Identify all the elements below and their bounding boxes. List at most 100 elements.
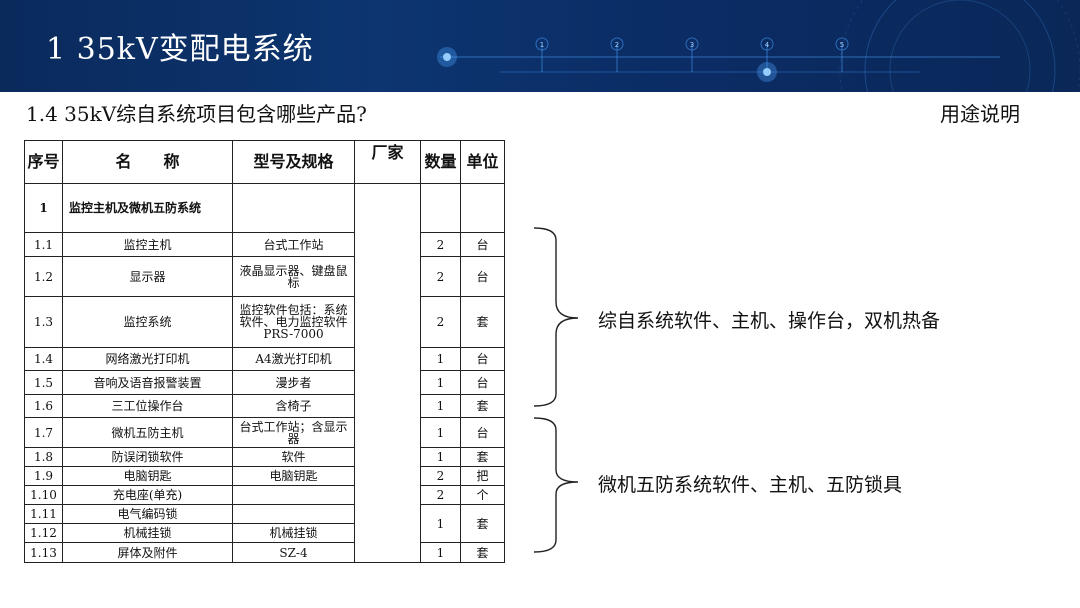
row-no: 1.13 <box>24 542 63 563</box>
table-row: 1.6 三工位操作台 含椅子 1 套 <box>24 394 505 418</box>
row-name: 机械挂锁 <box>62 523 233 543</box>
row-qty: 1 <box>420 447 461 467</box>
col-header-name: 名 称 <box>62 140 233 184</box>
row-unit: 套 <box>460 296 505 348</box>
row-unit: 套 <box>460 394 505 418</box>
col-header-spec: 型号及规格 <box>232 140 355 184</box>
circuit-decoration: 1 2 3 4 5 <box>437 0 1080 92</box>
table-section-row: 1 监控主机及微机五防系统 <box>24 183 505 563</box>
row-name: 充电座(单充) <box>62 485 233 505</box>
row-spec: 电脑钥匙 <box>232 466 355 486</box>
table-row: 1.8 防误闭锁软件 软件 1 套 <box>24 447 505 467</box>
section-no: 1 <box>24 183 63 233</box>
row-spec: 软件 <box>232 447 355 467</box>
product-table: 序号 名 称 型号及规格 厂家 数量 单位 1 监控主机及微机五防系统 1.1 … <box>24 140 505 563</box>
table-cell <box>232 183 355 233</box>
row-unit: 台 <box>460 417 505 448</box>
row-unit: 套 <box>460 504 505 543</box>
row-spec <box>232 485 355 505</box>
table-header-row: 序号 名 称 型号及规格 厂家 数量 单位 <box>24 140 505 184</box>
col-header-unit: 单位 <box>460 140 505 184</box>
svg-text:1: 1 <box>540 41 544 49</box>
row-qty: 2 <box>420 296 461 348</box>
row-spec: SZ-4 <box>232 542 355 563</box>
row-no: 1.10 <box>24 485 63 505</box>
row-no: 1.7 <box>24 417 63 448</box>
row-spec: 机械挂锁 <box>232 523 355 543</box>
svg-text:3: 3 <box>690 41 694 49</box>
row-unit: 个 <box>460 485 505 505</box>
col-header-vendor: 厂家 <box>354 140 421 184</box>
section-subtitle: 1.4 35kV综自系统项目包含哪些产品? <box>26 102 367 126</box>
row-name: 微机五防主机 <box>62 417 233 448</box>
row-name: 监控系统 <box>62 296 233 348</box>
row-no: 1.11 <box>24 504 63 524</box>
row-spec: 台式工作站 <box>232 232 355 257</box>
table-row: 1.11 电气编码锁 1 套 <box>24 504 505 543</box>
header-banner: 1 2 3 4 5 1 35kV变配电系统 <box>0 0 1080 92</box>
usage-note-2: 微机五防系统软件、主机、五防锁具 <box>598 474 903 496</box>
table-cell <box>460 183 505 233</box>
row-name: 音响及语音报警装置 <box>62 370 233 395</box>
row-spec <box>232 504 355 524</box>
row-unit: 台 <box>460 370 505 395</box>
vendor-cell <box>354 183 421 563</box>
row-unit: 套 <box>460 447 505 467</box>
row-spec: 漫步者 <box>232 370 355 395</box>
svg-text:5: 5 <box>840 41 844 49</box>
table-row: 1.4 网络激光打印机 A4激光打印机 1 台 <box>24 347 505 371</box>
table-row: 1.2 显示器 液晶显示器、键盘鼠标 2 台 <box>24 256 505 297</box>
brace-2 <box>533 417 579 553</box>
table-row: 1.7 微机五防主机 台式工作站；含显示器 1 台 <box>24 417 505 448</box>
row-no: 1.8 <box>24 447 63 467</box>
row-name: 防误闭锁软件 <box>62 447 233 467</box>
row-qty: 2 <box>420 232 461 257</box>
svg-text:4: 4 <box>765 41 770 49</box>
table-cell <box>420 183 461 233</box>
row-name: 屏体及附件 <box>62 542 233 563</box>
table-row: 1.1 监控主机 台式工作站 2 台 <box>24 232 505 257</box>
row-name: 电气编码锁 <box>62 504 233 524</box>
row-name: 网络激光打印机 <box>62 347 233 371</box>
col-header-no: 序号 <box>24 140 63 184</box>
row-no: 1.1 <box>24 232 63 257</box>
row-no: 1.9 <box>24 466 63 486</box>
usage-heading: 用途说明 <box>940 102 1020 126</box>
table-row: 1.13 屏体及附件 SZ-4 1 套 <box>24 542 505 563</box>
svg-text:2: 2 <box>615 41 619 49</box>
table-row: 1.9 电脑钥匙 电脑钥匙 2 把 <box>24 466 505 486</box>
row-no: 1.2 <box>24 256 63 297</box>
row-spec: 含椅子 <box>232 394 355 418</box>
row-qty: 2 <box>420 485 461 505</box>
row-qty: 1 <box>420 394 461 418</box>
row-name: 三工位操作台 <box>62 394 233 418</box>
row-qty: 2 <box>420 256 461 297</box>
row-unit: 台 <box>460 256 505 297</box>
brace-1 <box>533 227 579 407</box>
row-no: 1.4 <box>24 347 63 371</box>
row-qty: 1 <box>420 370 461 395</box>
row-unit: 台 <box>460 232 505 257</box>
table-row: 1.10 充电座(单充) 2 个 <box>24 485 505 505</box>
row-name: 显示器 <box>62 256 233 297</box>
row-no: 1.3 <box>24 296 63 348</box>
row-unit: 套 <box>460 542 505 563</box>
row-spec: 台式工作站；含显示器 <box>232 417 355 448</box>
table-row: 1.3 监控系统 监控软件包括：系统软件、电力监控软件PRS-7000 2 套 <box>24 296 505 348</box>
row-spec: 监控软件包括：系统软件、电力监控软件PRS-7000 <box>232 296 355 348</box>
row-qty: 2 <box>420 466 461 486</box>
row-no: 1.6 <box>24 394 63 418</box>
row-name: 监控主机 <box>62 232 233 257</box>
row-qty: 1 <box>420 504 461 543</box>
table-row: 1.5 音响及语音报警装置 漫步者 1 台 <box>24 370 505 395</box>
row-spec: A4激光打印机 <box>232 347 355 371</box>
col-header-qty: 数量 <box>420 140 461 184</box>
row-qty: 1 <box>420 542 461 563</box>
row-unit: 把 <box>460 466 505 486</box>
row-no: 1.12 <box>24 523 63 543</box>
page-title: 1 35kV变配电系统 <box>46 32 314 67</box>
usage-note-1: 综自系统软件、主机、操作台，双机热备 <box>598 310 941 332</box>
row-name: 电脑钥匙 <box>62 466 233 486</box>
row-qty: 1 <box>420 347 461 371</box>
section-name: 监控主机及微机五防系统 <box>62 183 233 233</box>
